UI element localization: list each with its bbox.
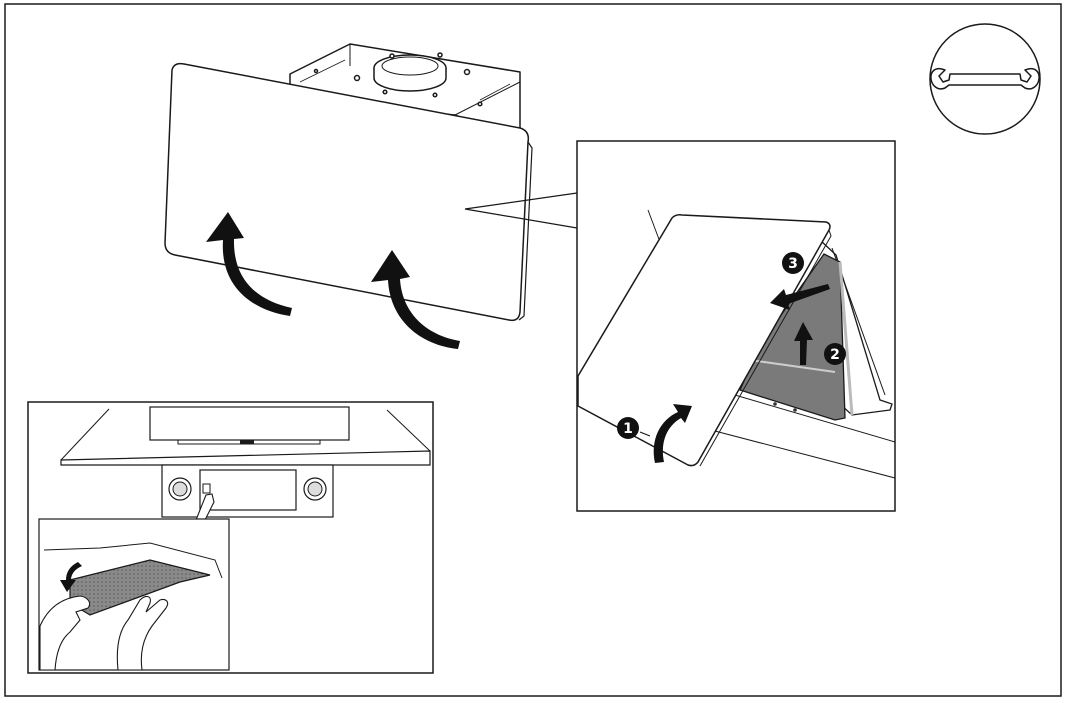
underside-view-inset [27,401,434,674]
hand-right [116,595,169,671]
out-arrow-icon [770,284,830,310]
step-badge-1: 1 [617,417,651,439]
step-number-1: 1 [623,421,633,437]
callout-pointer [464,192,578,229]
step-number-3: 3 [788,256,798,272]
curved-arrow-icon [206,212,460,349]
hand-left [39,595,91,671]
step-number-2: 2 [830,347,840,363]
raised-glass-panel [577,214,831,467]
cooker-hood-main [164,43,533,322]
curved-arrow-icon [653,404,692,463]
up-arrow-icon [794,322,813,365]
step-badge-3: 3 [782,252,804,274]
step-badge-2: 2 [824,343,846,365]
curved-arrow-icon [60,562,82,592]
outer-frame [4,3,1062,697]
detail-inset-filter-removal: 1 2 3 [576,140,896,512]
wrench-icon [929,23,1041,135]
